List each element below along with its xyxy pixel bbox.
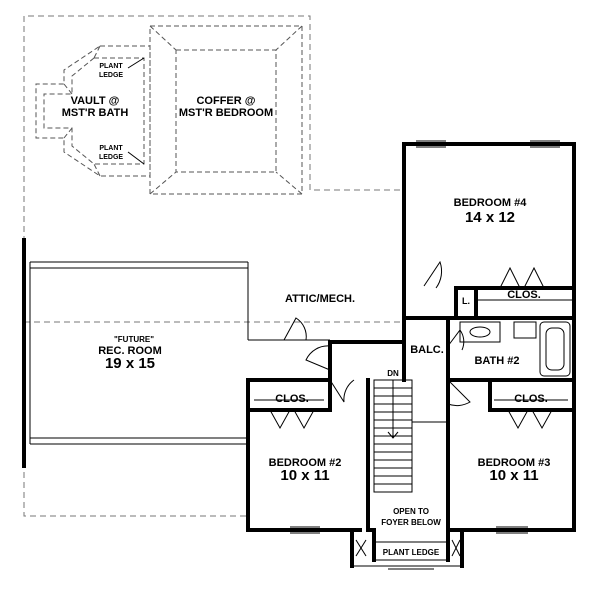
bedroom4-size: 14 x 12 bbox=[465, 209, 515, 226]
attic-label: ATTIC/MECH. bbox=[285, 293, 355, 305]
plant-ledge-bot-line2: LEDGE bbox=[99, 154, 123, 161]
rec-room bbox=[22, 238, 330, 468]
coffer-label-line1: COFFER @ bbox=[196, 95, 255, 107]
plant-ledge-top-line1: PLANT bbox=[99, 63, 123, 70]
coffer-master-bedroom bbox=[149, 25, 303, 195]
doors bbox=[283, 260, 471, 407]
bedroom4-name: BEDROOM #4 bbox=[454, 197, 528, 209]
stairs bbox=[373, 379, 446, 493]
bedroom-4 bbox=[402, 140, 576, 320]
rec-name-label: REC. ROOM bbox=[98, 345, 162, 357]
closet2-label: CLOS. bbox=[275, 393, 309, 405]
bedroom-2 bbox=[246, 378, 370, 534]
bath2-label: BATH #2 bbox=[474, 355, 519, 367]
open-to-foyer bbox=[350, 528, 464, 570]
rec-size-label: 19 x 15 bbox=[105, 355, 155, 372]
plant-ledge-top-line2: LEDGE bbox=[99, 72, 123, 79]
foyer-below-label: FOYER BELOW bbox=[381, 518, 441, 527]
closet4-label: CLOS. bbox=[507, 289, 541, 301]
bath-2-fixtures bbox=[459, 321, 571, 377]
bedroom3-size: 10 x 11 bbox=[489, 467, 538, 484]
linen-label: L. bbox=[462, 296, 470, 306]
rec-future-label: "FUTURE" bbox=[114, 335, 154, 344]
central-walls bbox=[246, 316, 576, 532]
down-label: DN bbox=[387, 369, 399, 378]
closet3-label: CLOS. bbox=[514, 393, 548, 405]
plant-ledge-bottom-label: PLANT LEDGE bbox=[383, 548, 440, 557]
vault-label-line1: VAULT @ bbox=[71, 95, 120, 107]
balcony-label: BALC. bbox=[410, 344, 444, 356]
coffer-label-line2: MST'R BEDROOM bbox=[179, 107, 273, 119]
closet-linen-row bbox=[454, 266, 576, 320]
bedroom3-name: BEDROOM #3 bbox=[478, 457, 551, 469]
open-to-label: OPEN TO bbox=[393, 507, 429, 516]
bedroom2-size: 10 x 11 bbox=[280, 467, 329, 484]
plant-ledge-bot-line1: PLANT bbox=[99, 145, 123, 152]
vault-master-bath bbox=[35, 45, 151, 177]
vault-label-line2: MST'R BATH bbox=[62, 107, 129, 119]
bedroom2-name: BEDROOM #2 bbox=[269, 457, 342, 469]
attic-outline bbox=[23, 15, 404, 517]
